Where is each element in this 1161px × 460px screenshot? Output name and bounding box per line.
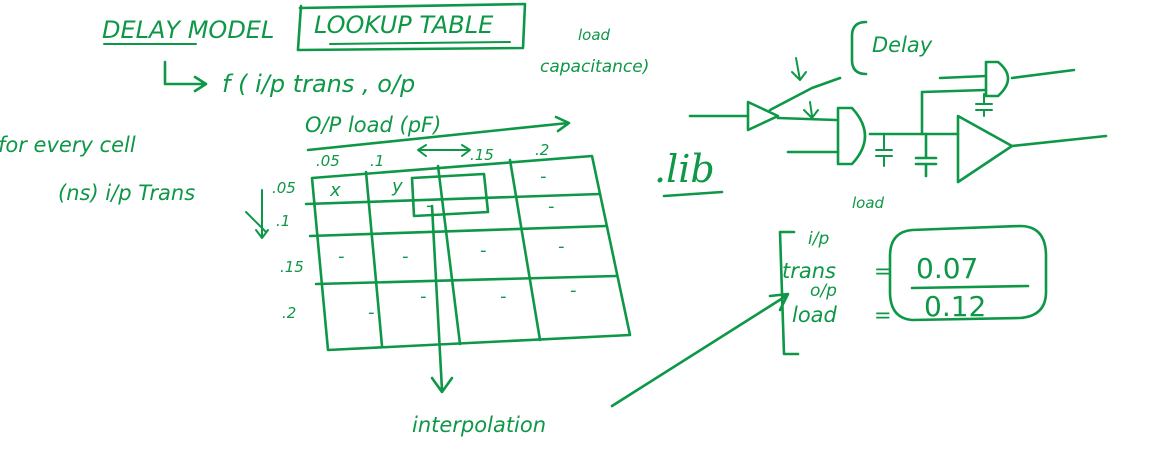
load-label: load: [852, 194, 885, 212]
header-title: DELAY MODEL LOOKUP TABLE: [102, 2, 527, 52]
lib-label: .lib: [654, 147, 715, 191]
col-header-2: .1: [370, 152, 384, 170]
upper-and-gate-icon: [984, 60, 1010, 98]
lookup-table: O/P load (pF) .05 .1 .15 .2 .05 .1 .15 .…: [245, 113, 632, 437]
buffer-to-and-wire: [776, 116, 838, 122]
interpolation-label: interpolation: [412, 413, 546, 437]
example-bracket: [778, 230, 800, 356]
output-wire: [1010, 134, 1108, 148]
transition-arrow-small-icon: [803, 101, 819, 119]
table-row-line-1: [304, 192, 602, 206]
interp-double-arrow-icon: [417, 144, 471, 157]
and-gate-icon: [836, 106, 867, 166]
lib-underline: [662, 190, 724, 198]
ip-label: i/p: [808, 229, 829, 249]
title-box: [296, 2, 527, 52]
interpolation-box-mark: -: [426, 195, 433, 216]
upper-gate-output-wire: [1010, 68, 1076, 80]
for-every-cell-label: for every cell: [0, 133, 136, 157]
output-buffer-icon: [956, 114, 1014, 184]
buffer-gate-icon: [746, 100, 780, 132]
delay-label: Delay: [872, 33, 933, 57]
example-values: i/p trans = o/p load = 0.07 0.12: [778, 224, 1048, 356]
cell-r3c4: -: [558, 236, 565, 257]
cell-r4c4: -: [570, 280, 577, 301]
cell-r1c1: x: [329, 180, 341, 201]
table-col-line-2: [436, 164, 462, 346]
cell-r4c3: -: [500, 286, 507, 307]
cell-r4c1: -: [368, 302, 375, 323]
function-line: f ( i/p trans , o/p load capacitance): [163, 26, 649, 98]
output-load-axis-label: O/P load (pF): [305, 113, 441, 137]
interpolation-box: [410, 172, 490, 218]
title-box-underline: [329, 41, 511, 45]
cell-r2c4: -: [548, 196, 555, 217]
table-frame: [310, 154, 632, 352]
function-text: f ( i/p trans , o/p: [222, 70, 415, 98]
transition-arrow-icon: [791, 57, 807, 81]
function-note-load: load: [578, 26, 611, 44]
value-highlight-oval: [888, 224, 1048, 322]
capacitor-icon: [875, 133, 893, 167]
upper-gate-input-wire: [920, 88, 988, 136]
table-col-line-1: [364, 170, 384, 348]
col-header-4: .2: [535, 141, 549, 159]
table-row-line-2: [308, 224, 608, 238]
op-label: o/p: [810, 281, 837, 301]
trans-equals: =: [874, 259, 892, 283]
col-header-3: .15: [470, 146, 494, 164]
upper-gate-input-wire-2: [938, 74, 988, 80]
circuit: .lib load Delay: [654, 20, 1108, 212]
load-example-label: load: [792, 303, 838, 327]
load-capacitor-icon: [914, 132, 938, 178]
cell-r4c2: -: [420, 286, 427, 307]
switch-line: [768, 76, 842, 112]
col-header-1: .05: [316, 152, 340, 170]
title-delay-model: DELAY MODEL: [102, 16, 274, 44]
cell-r1c2: y: [391, 176, 403, 197]
row-header-3: .15: [280, 258, 304, 276]
function-note-capacitance: capacitance): [540, 57, 649, 77]
load-value: 0.12: [924, 290, 986, 323]
interpolation-arrow-icon: [430, 204, 454, 394]
load-equals: =: [874, 303, 892, 327]
table-row-line-3: [314, 274, 618, 286]
value-separator: [910, 284, 1030, 290]
upper-capacitor-icon: [975, 93, 993, 117]
trans-value: 0.07: [916, 252, 978, 285]
cell-r3c3: -: [480, 240, 487, 261]
trans-label: trans: [782, 259, 836, 283]
input-trans-axis-label: (ns) i/p Trans: [58, 181, 195, 205]
delay-bracket: [850, 20, 868, 76]
title-lookup-table: LOOKUP TABLE: [314, 11, 494, 39]
row-header-1: .05: [272, 179, 296, 197]
cell-r3c2: -: [402, 246, 409, 267]
row-header-2: .1: [276, 212, 290, 230]
row-header-4: .2: [282, 304, 296, 322]
output-axis-arrow-icon: [306, 115, 571, 152]
table-col-line-3: [508, 158, 542, 342]
cell-r3c1: -: [338, 246, 345, 267]
interpolation-to-example-arrow-icon: [610, 292, 790, 408]
cell-r1c4: -: [540, 166, 547, 187]
input-axis-tick: [245, 211, 267, 233]
arrow-right-icon: [163, 60, 208, 93]
title-box-left: [296, 4, 303, 51]
